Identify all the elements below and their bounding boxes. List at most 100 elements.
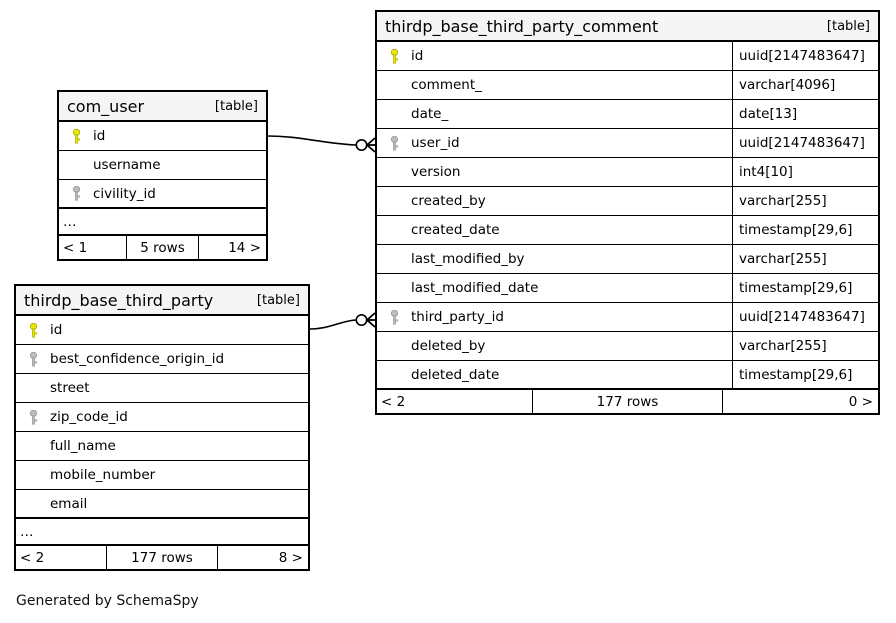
column-cell: created_by [377, 187, 732, 215]
column-cell: zip_code_id [16, 403, 308, 431]
column-name: id [50, 322, 63, 338]
column-name: username [93, 157, 161, 173]
column-cell: deleted_by [377, 332, 732, 360]
table-row[interactable]: mobile_number [16, 461, 308, 490]
primary-key-icon [67, 128, 85, 144]
column-cell: version [377, 158, 732, 186]
column-type: uuid[2147483647] [732, 303, 878, 331]
column-cell: street [16, 374, 308, 402]
table-row[interactable]: username [59, 151, 266, 180]
more-columns-indicator: … [59, 209, 266, 236]
table-row[interactable]: third_party_id uuid[2147483647] [377, 303, 878, 332]
table-row[interactable]: email [16, 490, 308, 519]
table-row[interactable]: zip_code_id [16, 403, 308, 432]
column-cell: id [59, 122, 266, 150]
table-footer-com-user: < 1 5 rows 14 > [59, 236, 266, 259]
table-thirdp-base-third-party[interactable]: thirdp_base_third_party [table] id [14, 284, 310, 571]
column-cell: mobile_number [16, 461, 308, 489]
table-name: thirdp_base_third_party_comment [385, 16, 659, 36]
table-title-thirdp-base-third-party-comment: thirdp_base_third_party_comment [table] [377, 12, 878, 42]
table-row[interactable]: last_modified_by varchar[255] [377, 245, 878, 274]
prev-page-button[interactable]: < 1 [63, 239, 88, 256]
column-name: id [93, 128, 106, 144]
next-page-button[interactable]: 14 > [228, 239, 261, 256]
table-row[interactable]: created_date timestamp[29,6] [377, 216, 878, 245]
row-count-label: 177 rows [106, 546, 218, 569]
column-type: int4[10] [732, 158, 878, 186]
table-row[interactable]: comment_ varchar[4096] [377, 71, 878, 100]
table-row[interactable]: id [16, 316, 308, 345]
table-row[interactable]: id uuid[2147483647] [377, 42, 878, 71]
column-name: user_id [411, 135, 460, 151]
table-title-thirdp-base-third-party: thirdp_base_third_party [table] [16, 286, 308, 316]
prev-page-button[interactable]: < 2 [381, 393, 406, 410]
column-cell: full_name [16, 432, 308, 460]
column-type: varchar[255] [732, 332, 878, 360]
table-row[interactable]: full_name [16, 432, 308, 461]
table-tag: [table] [214, 98, 258, 114]
table-tag: [table] [256, 292, 300, 308]
table-row[interactable]: best_confidence_origin_id [16, 345, 308, 374]
table-row[interactable]: created_by varchar[255] [377, 187, 878, 216]
generated-by-note: Generated by SchemaSpy [16, 593, 199, 609]
primary-key-icon [385, 48, 403, 64]
foreign-key-icon [385, 135, 403, 151]
column-name: mobile_number [50, 467, 156, 483]
more-columns-indicator: … [16, 519, 308, 546]
column-type: varchar[255] [732, 187, 878, 215]
foreign-key-icon [67, 186, 85, 201]
row-count-label: 5 rows [126, 236, 199, 259]
column-cell: date_ [377, 100, 732, 128]
column-type: uuid[2147483647] [732, 42, 878, 70]
column-name: deleted_date [411, 366, 500, 383]
column-type: date[13] [732, 100, 878, 128]
table-thirdp-base-third-party-comment[interactable]: thirdp_base_third_party_comment [table] … [375, 10, 880, 415]
column-cell: username [59, 151, 266, 179]
column-type: timestamp[29,6] [732, 216, 878, 244]
table-com-user[interactable]: com_user [table] id username [57, 90, 268, 261]
column-name: street [50, 380, 90, 396]
column-cell: last_modified_date [377, 274, 732, 302]
column-type: timestamp[29,6] [732, 274, 878, 302]
column-type: timestamp[29,6] [732, 361, 878, 388]
table-row[interactable]: last_modified_date timestamp[29,6] [377, 274, 878, 303]
table-name: com_user [67, 96, 145, 116]
row-count-label: 177 rows [532, 390, 723, 413]
column-cell: comment_ [377, 71, 732, 99]
column-name: id [411, 48, 424, 64]
column-name: full_name [50, 438, 116, 454]
column-name: comment_ [411, 77, 482, 93]
table-row[interactable]: deleted_by varchar[255] [377, 332, 878, 361]
column-name: version [411, 164, 461, 180]
primary-key-icon [24, 322, 42, 338]
table-tag: [table] [826, 18, 870, 34]
next-page-button[interactable]: 8 > [278, 549, 303, 566]
table-row[interactable]: id [59, 122, 266, 151]
prev-page-button[interactable]: < 2 [20, 549, 45, 566]
column-name: third_party_id [411, 309, 504, 325]
foreign-key-icon [385, 309, 403, 325]
column-name: created_by [411, 193, 486, 209]
table-row[interactable]: version int4[10] [377, 158, 878, 187]
column-name: created_date [411, 222, 500, 238]
column-cell: civility_id [59, 180, 266, 207]
column-name: date_ [411, 106, 449, 122]
column-type: varchar[4096] [732, 71, 878, 99]
table-row[interactable]: user_id uuid[2147483647] [377, 129, 878, 158]
column-name: last_modified_by [411, 251, 525, 267]
column-cell: last_modified_by [377, 245, 732, 273]
table-footer-thirdp-base-third-party-comment: < 2 177 rows 0 > [377, 390, 878, 413]
table-footer-thirdp-base-third-party: < 2 177 rows 8 > [16, 546, 308, 569]
column-cell: created_date [377, 216, 732, 244]
next-page-button[interactable]: 0 > [848, 393, 873, 410]
table-row[interactable]: date_ date[13] [377, 100, 878, 129]
table-row[interactable]: civility_id [59, 180, 266, 209]
column-cell: email [16, 490, 308, 517]
table-name: thirdp_base_third_party [24, 290, 214, 310]
column-cell: id [377, 42, 732, 70]
table-row[interactable]: street [16, 374, 308, 403]
column-name: email [50, 495, 88, 512]
column-name: civility_id [93, 185, 156, 202]
column-name: zip_code_id [50, 409, 128, 425]
table-row[interactable]: deleted_date timestamp[29,6] [377, 361, 878, 390]
